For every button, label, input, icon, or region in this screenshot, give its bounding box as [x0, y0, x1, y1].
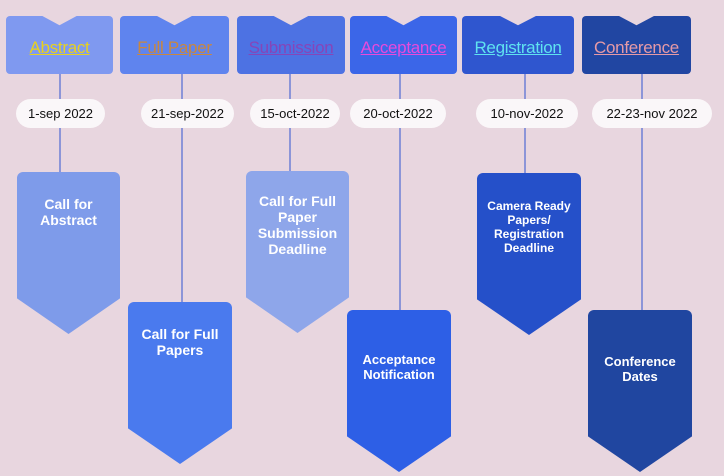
stage-box-label: Call for Full Paper Submission Deadline — [257, 193, 338, 257]
stage-header-registration: Registration — [462, 16, 574, 74]
stage-header-abstract: Abstract — [6, 16, 113, 74]
stage-box-full-paper: Call for Full Papers — [128, 302, 232, 464]
stage-title: Full Paper — [137, 38, 212, 57]
stage-title: Registration — [474, 38, 562, 57]
stage-date: 15-oct-2022 — [250, 99, 340, 128]
stage-box-abstract: Call for Abstract — [17, 172, 120, 334]
stage-box-conference: Conference Dates — [588, 310, 692, 472]
stage-box-acceptance: Acceptance Notification — [347, 310, 451, 472]
stage-title: Submission — [248, 38, 334, 57]
stage-box-label: Camera Ready Papers/ Registration Deadli… — [487, 199, 571, 255]
stage-box-label: Acceptance Notification — [362, 352, 436, 382]
stage-date: 22-23-nov 2022 — [592, 99, 712, 128]
stage-box-submission: Call for Full Paper Submission Deadline — [246, 171, 349, 333]
stage-title: Acceptance — [360, 38, 447, 57]
stage-title: Conference — [594, 38, 679, 57]
stage-box-registration: Camera Ready Papers/ Registration Deadli… — [477, 173, 581, 335]
stage-box-label: Call for Abstract — [40, 196, 97, 228]
connector-line — [181, 70, 183, 310]
stage-box-label: Conference Dates — [604, 354, 676, 384]
stage-header-conference: Conference — [582, 16, 691, 74]
stage-date: 20-oct-2022 — [350, 99, 446, 128]
stage-header-acceptance: Acceptance — [350, 16, 457, 74]
stage-header-full-paper: Full Paper — [120, 16, 229, 74]
stage-date: 10-nov-2022 — [476, 99, 578, 128]
connector-line — [641, 70, 643, 320]
stage-date: 21-sep-2022 — [141, 99, 234, 128]
stage-header-submission: Submission — [237, 16, 345, 74]
stage-date: 1-sep 2022 — [16, 99, 105, 128]
connector-line — [399, 70, 401, 315]
stage-box-label: Call for Full Papers — [141, 326, 219, 358]
stage-title: Abstract — [29, 38, 90, 57]
